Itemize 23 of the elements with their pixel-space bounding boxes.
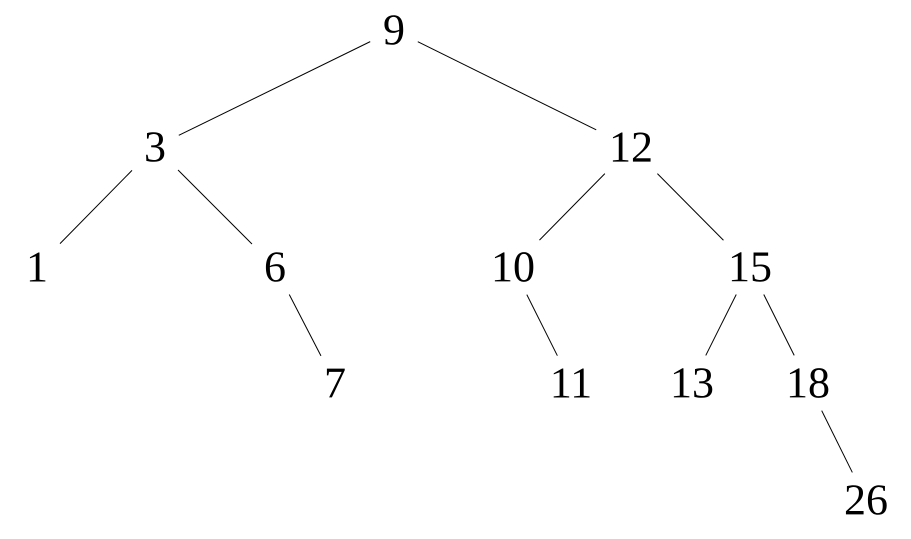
tree-edge xyxy=(178,170,252,244)
tree-edge xyxy=(288,294,322,356)
tree-node-label: 26 xyxy=(846,485,887,515)
tree-edge xyxy=(705,294,737,356)
tree-edge xyxy=(538,173,606,241)
tree-edge xyxy=(178,41,371,136)
tree-edge xyxy=(763,294,795,356)
tree-edge xyxy=(526,294,558,356)
tree-node-label: 10 xyxy=(494,252,534,282)
tree-edge xyxy=(60,170,132,244)
tree-edge xyxy=(821,410,853,473)
tree-node-label: 12 xyxy=(612,132,651,162)
tree-node-label: 6 xyxy=(266,252,285,282)
tree-node-label: 18 xyxy=(790,368,828,398)
tree-node-label: 7 xyxy=(326,368,345,398)
tree-edge xyxy=(656,173,724,241)
tree-node-label: 9 xyxy=(384,15,404,45)
tree-node-label: 11 xyxy=(554,368,590,398)
tree-edge xyxy=(417,41,597,130)
tree-node-label: 1 xyxy=(30,252,46,282)
tree-node-label: 13 xyxy=(674,368,712,398)
tree-node-label: 3 xyxy=(146,132,164,162)
tree-node-label: 15 xyxy=(732,252,770,282)
